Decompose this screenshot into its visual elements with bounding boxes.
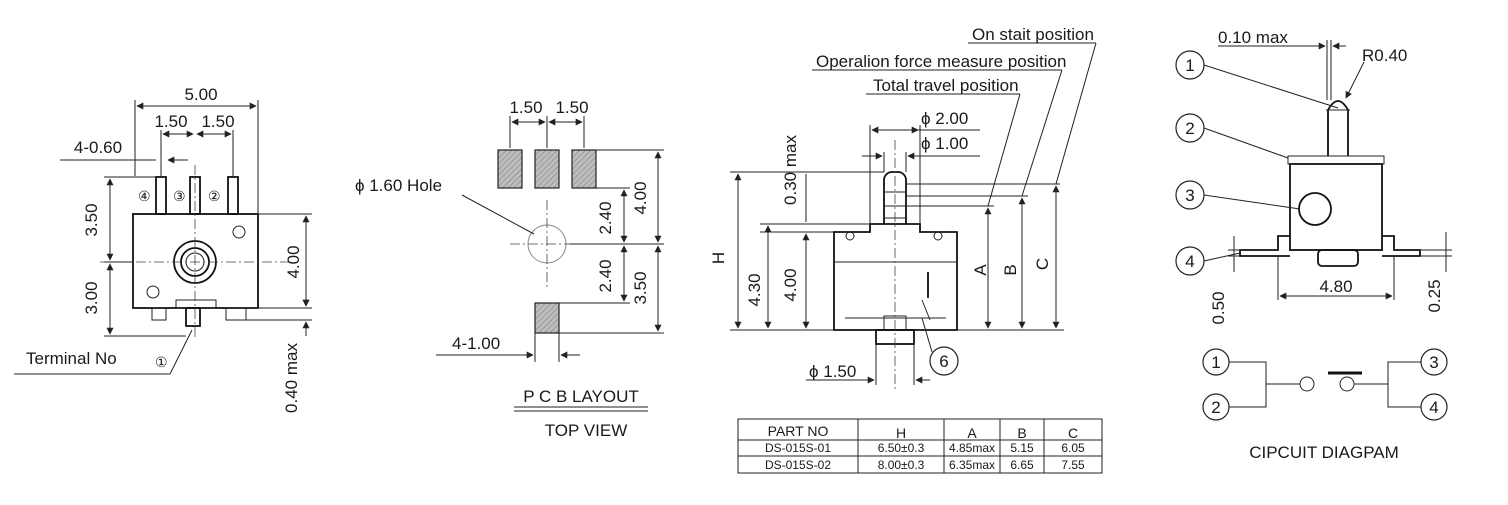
pcb-pad <box>534 302 560 334</box>
table-header-c: C <box>1068 425 1078 441</box>
circuit-node-3: 3 <box>1429 353 1438 372</box>
table-header-a: A <box>967 425 977 441</box>
side-dim-b: B <box>1001 264 1020 275</box>
terminal-mark-4: ④ <box>138 188 151 204</box>
side-callout-6: 6 <box>939 352 948 371</box>
front-dim-pitch-right: 1.50 <box>201 112 234 131</box>
pcb-hole-label: ϕ 1.60 Hole <box>355 176 442 195</box>
part-table <box>737 418 1103 474</box>
table-cell: 7.55 <box>1061 458 1085 472</box>
side-view <box>730 42 1097 390</box>
front-dim-width: 5.00 <box>184 85 217 104</box>
table-cell: DS-015S-02 <box>765 458 831 472</box>
detail-callout-1: 1 <box>1185 56 1194 75</box>
detail-callout-4: 4 <box>1185 252 1194 271</box>
label-total-travel-position: Total travel position <box>873 76 1019 95</box>
table-cell: 6.50±0.3 <box>878 441 925 455</box>
pcb-dim-right-lower: 3.50 <box>631 271 650 304</box>
circuit-node-4: 4 <box>1429 398 1438 417</box>
table-cell: DS-015S-01 <box>765 441 831 455</box>
table-cell: 8.00±0.3 <box>878 458 925 472</box>
table-cell: 6.05 <box>1061 441 1085 455</box>
terminal-no-label: Terminal No <box>26 349 117 368</box>
circuit-title: CIPCUIT DIAGPAM <box>1249 443 1399 462</box>
front-dim-pitch-left: 1.50 <box>154 112 187 131</box>
pcb-pad <box>571 149 597 189</box>
circuit-diagram <box>1202 348 1448 421</box>
table-header-b: B <box>1017 425 1026 441</box>
detail-dim-tip: 0.10 max <box>1218 28 1288 47</box>
pcb-pad <box>534 149 560 189</box>
table-cell: 6.65 <box>1010 458 1034 472</box>
pcb-dim-pad: 4-1.00 <box>452 334 500 353</box>
pcb-pad <box>497 149 523 189</box>
detail-callout-3: 3 <box>1185 186 1194 205</box>
side-dim-h: H <box>709 252 728 264</box>
detail-dim-left-height: 0.50 <box>1209 291 1228 324</box>
table-header-h: H <box>896 425 906 441</box>
terminal-one-mark: ① <box>155 354 168 370</box>
terminal-mark-2: ② <box>208 188 221 204</box>
front-dim-top-height: 3.50 <box>82 203 101 236</box>
pcb-dim-lower: 2.40 <box>596 259 615 292</box>
pcb-dim-upper: 2.40 <box>596 201 615 234</box>
front-dim-pin: 4-0.60 <box>74 138 122 157</box>
front-dim-terminal: 0.40 max <box>282 343 301 413</box>
pcb-layout-subtitle: TOP VIEW <box>545 421 628 440</box>
side-dim-body-inner: 4.00 <box>781 268 800 301</box>
detail-dim-right-height: 0.25 <box>1425 279 1444 312</box>
side-dim-phi-inner: ϕ 1.00 <box>921 134 968 153</box>
side-dim-body-left: 4.30 <box>745 273 764 306</box>
pcb-layout-title: P C B LAYOUT <box>523 387 639 406</box>
front-view <box>14 100 312 375</box>
pcb-dim-pitch-right: 1.50 <box>555 98 588 117</box>
circuit-node-2: 2 <box>1211 398 1220 417</box>
side-dim-phi-base: ϕ 1.50 <box>809 362 856 381</box>
side-dim-a: A <box>971 264 990 276</box>
detail-callout-2: 2 <box>1185 119 1194 138</box>
terminal-mark-3: ③ <box>173 188 186 204</box>
side-dim-stroke: 0.30 max <box>781 135 800 205</box>
table-cell: 6.35max <box>949 458 995 472</box>
table-cell: 4.85max <box>949 441 995 455</box>
circuit-node-1: 1 <box>1211 353 1220 372</box>
pcb-layout-view <box>436 116 664 412</box>
detail-dim-width: 4.80 <box>1319 277 1352 296</box>
front-dim-right-height: 4.00 <box>284 245 303 278</box>
side-dim-c: C <box>1033 258 1052 270</box>
pcb-dim-pitch-left: 1.50 <box>509 98 542 117</box>
label-on-start-position: On stait position <box>972 25 1094 44</box>
detail-dim-radius: R0.40 <box>1362 46 1407 65</box>
table-header-part-no: PART NO <box>768 423 829 439</box>
table-cell: 5.15 <box>1010 441 1034 455</box>
front-dim-bottom-height: 3.00 <box>82 281 101 314</box>
detail-view <box>1175 40 1452 300</box>
side-dim-phi-outer: ϕ 2.00 <box>921 109 968 128</box>
pcb-dim-right-upper: 4.00 <box>631 181 650 214</box>
label-force-measure-position: Operalion force measure position <box>816 52 1066 71</box>
